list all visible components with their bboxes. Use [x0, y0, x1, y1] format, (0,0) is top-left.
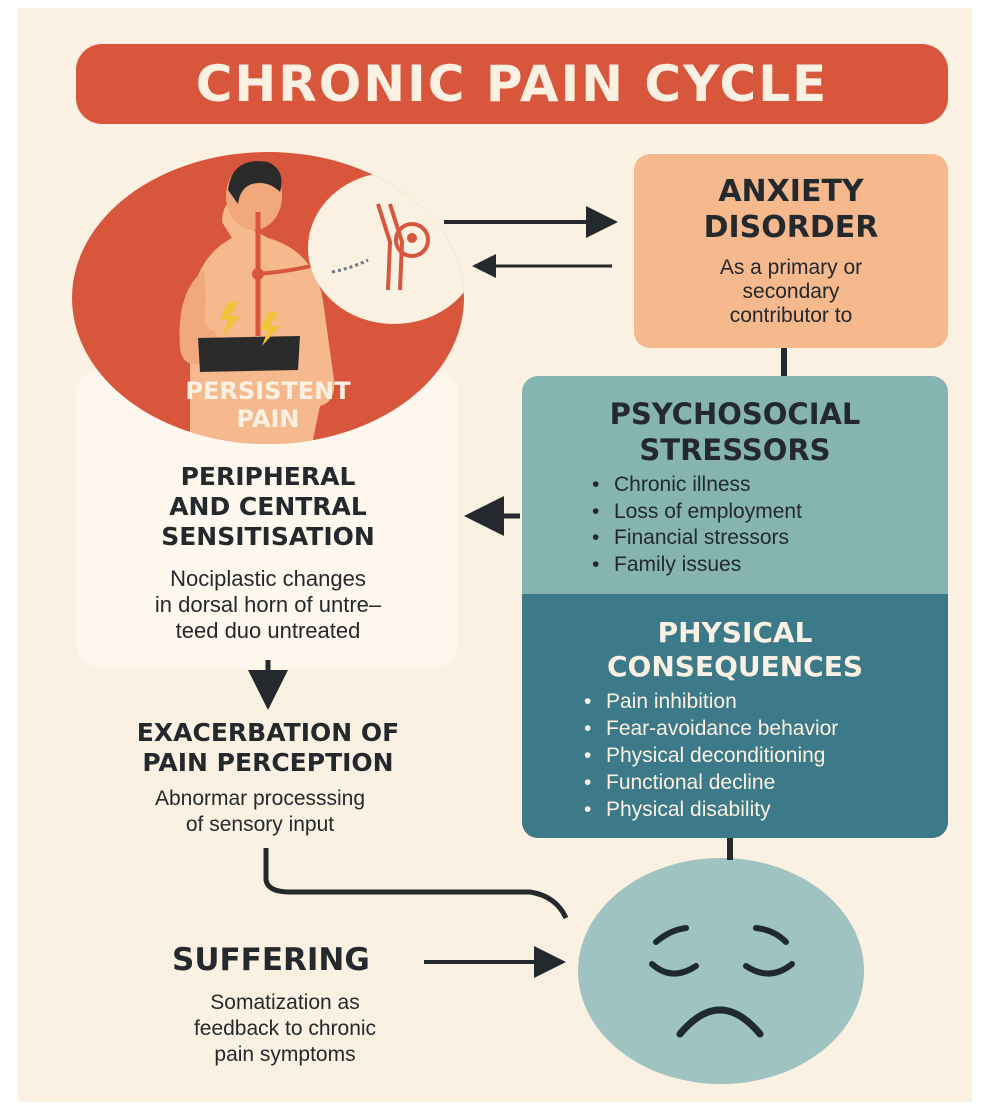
- psychosocial-list-item: Loss of employment: [588, 499, 938, 526]
- psychosocial-heading: PSYCHOSOCIAL STRESSORS: [522, 396, 948, 468]
- title-banner: CHRONIC PAIN CYCLE: [76, 44, 948, 124]
- physical-list: Pain inhibitionFear-avoidance behaviorPh…: [580, 688, 940, 823]
- sensitisation-heading: PERIPHERAL AND CENTRAL SENSITISATION: [80, 462, 456, 552]
- exacerbation-text-line2: of sensory input: [80, 812, 440, 838]
- exacerbation-text: Abnormar processsing of sensory input: [80, 786, 440, 838]
- psychosocial-list-item: Chronic illness: [588, 472, 938, 499]
- persistent-pain-line1: PERSISTENT: [72, 378, 464, 405]
- page-title: CHRONIC PAIN CYCLE: [196, 55, 829, 113]
- sensitisation-heading-line3: SENSITISATION: [80, 522, 456, 552]
- sensitisation-text-line3: teed duo untreated: [80, 618, 456, 644]
- suffering-heading: SUFFERING: [172, 942, 370, 978]
- anxiety-disorder-box: ANXIETY DISORDER As a primary or seconda…: [634, 154, 948, 348]
- exacerbation-heading-line2: PAIN PERCEPTION: [80, 748, 456, 778]
- physical-heading-line2: CONSEQUENCES: [522, 650, 948, 684]
- suffering-text-line3: pain symptoms: [120, 1042, 450, 1068]
- sad-face: [578, 858, 864, 1084]
- physical-list-item: Fear-avoidance behavior: [580, 715, 940, 742]
- psychosocial-list-item: Financial stressors: [588, 525, 938, 552]
- suffering-text-line2: feedback to chronic: [120, 1016, 450, 1042]
- psychosocial-list: Chronic illnessLoss of employmentFinanci…: [588, 472, 938, 578]
- anxiety-heading: ANXIETY DISORDER: [634, 174, 948, 246]
- exacerbation-text-line1: Abnormar processsing: [80, 786, 440, 812]
- sensitisation-heading-line1: PERIPHERAL: [80, 462, 456, 492]
- psychosocial-heading-line2: STRESSORS: [522, 432, 948, 468]
- physical-consequences-box: PHYSICAL CONSEQUENCES Pain inhibitionFea…: [522, 594, 948, 838]
- physical-list-item: Physical disability: [580, 796, 940, 823]
- persistent-pain-label: PERSISTENT: [72, 378, 464, 405]
- anxiety-text: As a primary or secondary contributor to: [634, 256, 948, 328]
- anxiety-heading-line2: DISORDER: [634, 210, 948, 246]
- sensitisation-text-line2: in dorsal horn of untre–: [80, 592, 456, 618]
- sensitisation-text: Nociplastic changes in dorsal horn of un…: [80, 566, 456, 644]
- anxiety-text-line1: As a primary or: [634, 256, 948, 280]
- suffering-text-line1: Somatization as: [120, 990, 450, 1016]
- physical-heading: PHYSICAL CONSEQUENCES: [522, 616, 948, 684]
- persistent-pain-line2: PAIN: [72, 406, 464, 433]
- persistent-pain-line2-wrap: PAIN: [72, 406, 464, 433]
- physical-list-item: Physical deconditioning: [580, 742, 940, 769]
- anxiety-text-line3: contributor to: [634, 304, 948, 328]
- exacerbation-heading: EXACERBATION OF PAIN PERCEPTION: [80, 718, 456, 778]
- psychosocial-list-item: Family issues: [588, 552, 938, 579]
- physical-heading-line1: PHYSICAL: [522, 616, 948, 650]
- anxiety-text-line2: secondary: [634, 280, 948, 304]
- sad-face-icon: [578, 858, 864, 1084]
- physical-list-item: Functional decline: [580, 769, 940, 796]
- anxiety-heading-line1: ANXIETY: [634, 174, 948, 210]
- psychosocial-heading-line1: PSYCHOSOCIAL: [522, 396, 948, 432]
- psychosocial-stressors-box: PSYCHOSOCIAL STRESSORS Chronic illnessLo…: [522, 376, 948, 838]
- physical-list-item: Pain inhibition: [580, 688, 940, 715]
- suffering-text: Somatization as feedback to chronic pain…: [120, 990, 450, 1068]
- sensitisation-text-line1: Nociplastic changes: [80, 566, 456, 592]
- persistent-pain-circle: PERSISTENT: [72, 152, 464, 444]
- exacerbation-heading-line1: EXACERBATION OF: [80, 718, 456, 748]
- sensitisation-heading-line2: AND CENTRAL: [80, 492, 456, 522]
